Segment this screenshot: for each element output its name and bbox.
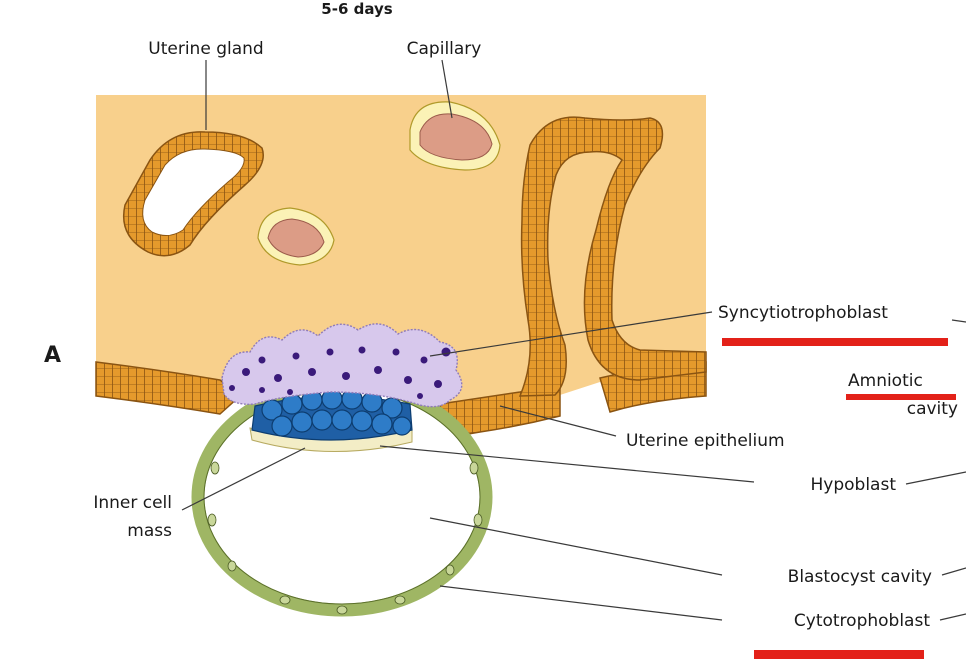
uterine-gland-right	[518, 116, 707, 397]
leader-cytotrophoblast	[439, 585, 723, 621]
label-hypoblast: Hypoblast	[811, 475, 897, 495]
label-inner-cell-mass-line1: Inner cell	[93, 493, 172, 513]
syncytiotrophoblast	[221, 323, 463, 408]
capillary-lower	[257, 207, 335, 266]
label-cytotrophoblast: Cytotrophoblast	[794, 611, 930, 631]
label-amniotic-cavity-line1: Amniotic	[848, 371, 923, 391]
label-amniotic-cavity-line2: cavity	[907, 399, 958, 419]
highlight-bar-syncytiotrophoblast	[722, 338, 948, 346]
leader-lines	[181, 59, 966, 621]
leader-syncytiotrophoblast	[429, 311, 713, 357]
label-inner-cell-mass-line2: mass	[127, 521, 172, 541]
highlight-bar-cytotrophoblast	[754, 650, 924, 659]
label-blastocyst-cavity: Blastocyst cavity	[788, 567, 932, 587]
uterine-epithelium-band	[95, 361, 242, 415]
leader-hypoblast-right	[905, 471, 966, 485]
leader-cytotrophoblast-right	[939, 613, 966, 621]
uterine-epithelium-band-right	[439, 383, 561, 439]
leader-blastocyst-cavity	[429, 517, 723, 576]
inner-cell-mass	[251, 388, 413, 441]
highlight-bar-amniotic	[846, 394, 956, 400]
leader-capillary	[441, 59, 453, 119]
leader-hypoblast	[379, 445, 755, 483]
panel-label: A	[44, 343, 61, 368]
uterine-gland-left-lumen	[142, 148, 245, 236]
leader-blastocyst-cavity-right	[941, 567, 966, 576]
label-uterine-gland: Uterine gland	[148, 39, 263, 59]
label-capillary: Capillary	[407, 39, 482, 59]
leader-inner-cell-mass	[181, 447, 306, 511]
leader-uterine-epithelium	[499, 405, 617, 437]
label-syncytiotrophoblast: Syncytiotrophoblast	[718, 303, 888, 323]
label-uterine-epithelium: Uterine epithelium	[626, 431, 785, 451]
cytotrophoblast-nuclei	[207, 461, 483, 615]
leader-syncytiotrophoblast-right	[951, 319, 966, 323]
diagram-title: 5-6 days	[321, 0, 392, 18]
capillary-top	[409, 101, 501, 171]
